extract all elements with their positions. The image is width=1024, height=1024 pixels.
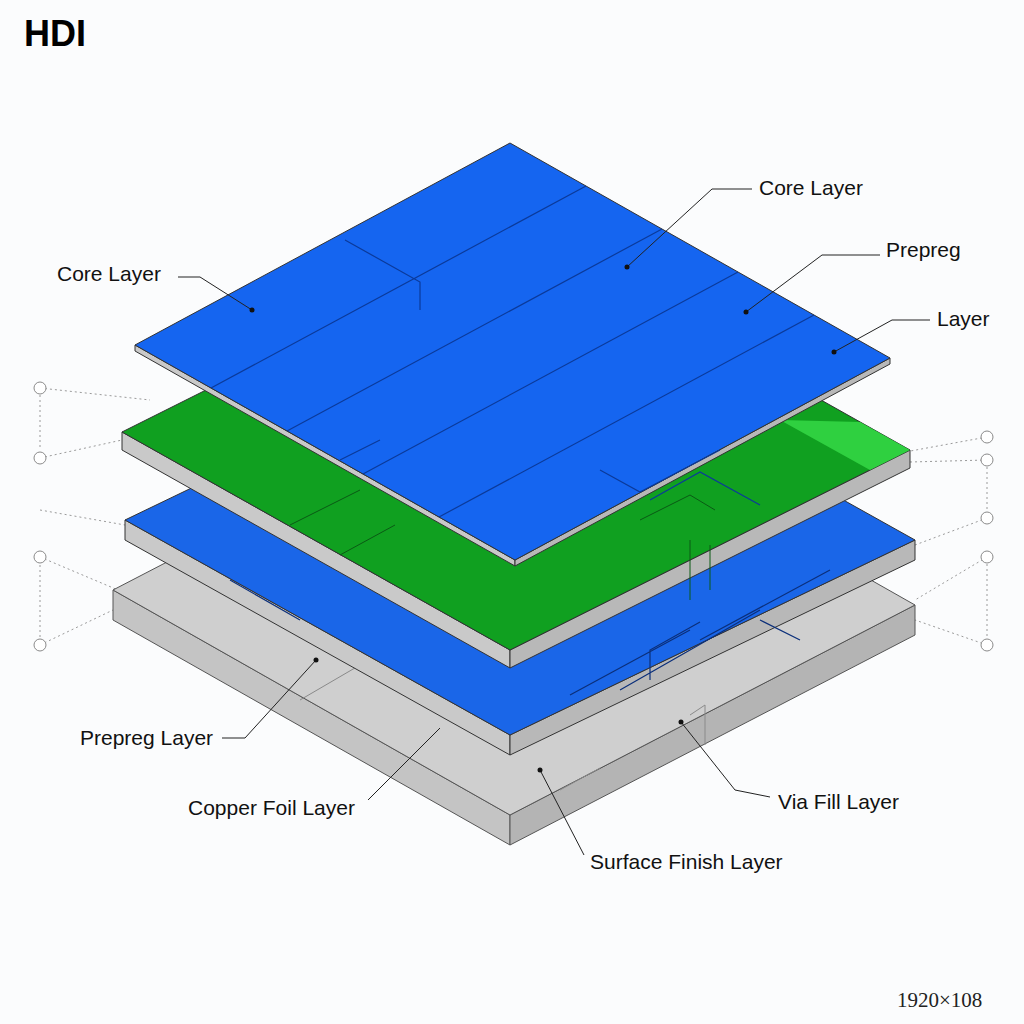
layer-label: Core Layer	[57, 262, 161, 286]
layer-label: Prepreg	[886, 238, 961, 262]
leader-dots	[250, 265, 837, 773]
layer-label: Via Fill Layer	[778, 790, 899, 814]
layer-label: Prepreg Layer	[80, 726, 213, 750]
layer-label: Surface Finish Layer	[590, 850, 783, 874]
core-slab	[135, 143, 890, 566]
diagram-title: HDI	[24, 14, 86, 54]
layer-label: Layer	[937, 307, 990, 331]
layer-label: Core Layer	[759, 176, 863, 200]
layer-label: Copper Foil Layer	[188, 796, 355, 820]
resolution-note: 1920×108	[897, 988, 982, 1012]
leader-lines	[178, 189, 930, 855]
